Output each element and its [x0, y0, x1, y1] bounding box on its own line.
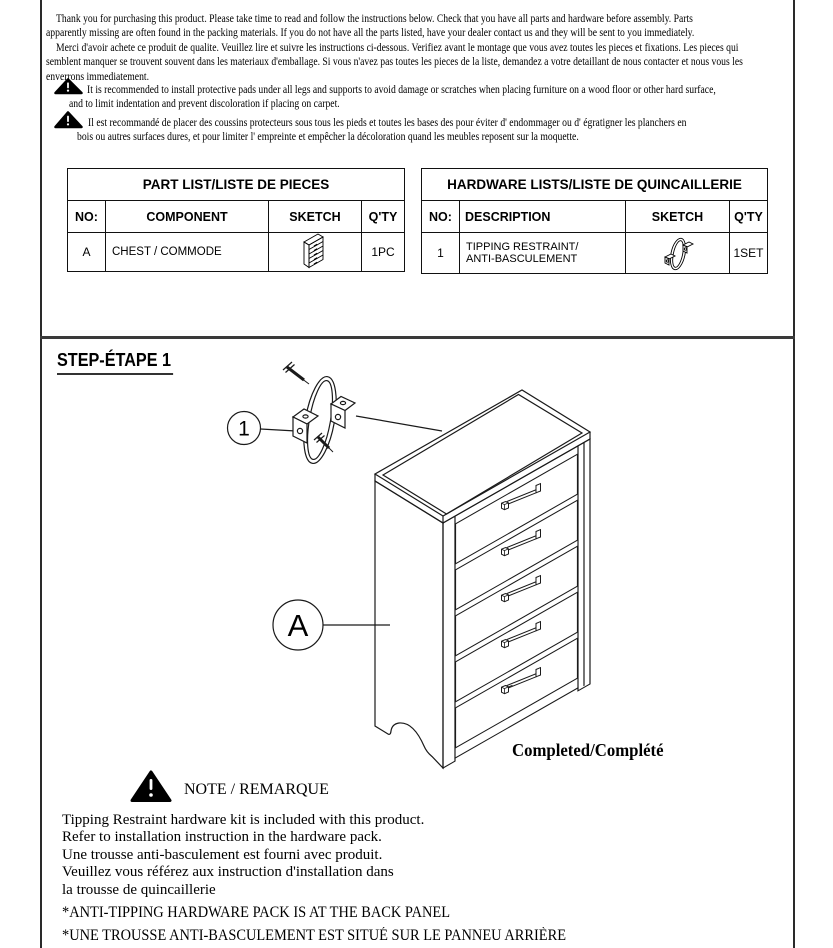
step1-diagram: 1 A [226, 361, 592, 770]
hardware-sketch-cell [625, 232, 730, 274]
drawer-handles [501, 482, 541, 695]
section-divider [40, 336, 795, 339]
note-line: la trousse de quincaillerie [62, 882, 216, 898]
part-list-col-sketch: SKETCH [268, 200, 362, 233]
note-warning-triangle-icon [130, 770, 172, 802]
intro-line: apparently missing are often found in th… [46, 27, 695, 39]
drawer-handle-icon [501, 666, 541, 695]
intro-line: Merci d'avoir achete ce produit de quali… [56, 42, 739, 54]
chest-sketch-icon [303, 233, 324, 269]
hardware-no: 1 [421, 232, 460, 274]
part-list-table: PART LIST/LISTE DE PIECES NO: COMPONENT … [66, 168, 406, 272]
chest-drawing [373, 389, 592, 770]
part-sketch-cell [268, 232, 362, 272]
bracket-icon [329, 395, 357, 429]
part-list-col-component: COMPONENT [105, 200, 269, 233]
note-line: Refer to installation instruction in the… [62, 829, 382, 845]
hardware-col-no: NO: [421, 200, 460, 233]
pad-warning-fr-line: Il est recommandé de placer des coussins… [88, 117, 687, 129]
note-line: Une trousse anti-basculement est fourni … [62, 847, 383, 863]
footnote-fr: *UNE TROUSSE ANTI-BASCULEMENT EST SITUÉ … [62, 927, 567, 944]
drawer-handle-icon [501, 574, 541, 603]
pad-warning-fr-line: bois ou autres surfaces dures, et pour l… [77, 131, 579, 143]
pad-warning-en-line: and to limit indentation and prevent dis… [69, 98, 340, 110]
part-list-col-no: NO: [67, 200, 106, 233]
hardware-description-line1: TIPPING RESTRAINT/ [466, 240, 579, 253]
part-no: A [67, 232, 106, 272]
part-list-col-qty: Q'TY [360, 200, 406, 233]
page-border-right [793, 0, 795, 948]
warning-triangle-icon [54, 78, 83, 95]
callout-a-label: A [288, 608, 309, 643]
hardware-qty: 1SET [728, 232, 769, 274]
note-line: Tipping Restraint hardware kit is includ… [62, 812, 425, 828]
part-qty: 1PC [360, 232, 406, 272]
drawer-handle-icon [501, 528, 541, 557]
screw-icon [313, 432, 334, 453]
hardware-list-row: 1 TIPPING RESTRAINT/ ANTI-BASCULEMENT [421, 232, 769, 274]
tipping-restraint-sketch-icon [663, 237, 694, 271]
pad-warning-en-line: It is recommended to install protective … [87, 84, 716, 96]
part-component: CHEST / COMMODE [105, 232, 269, 272]
hardware-col-sketch: SKETCH [625, 200, 730, 233]
intro-line: Thank you for purchasing this product. P… [56, 13, 693, 25]
callout-1-label: 1 [238, 418, 250, 441]
part-list-row: A CHEST / COMMODE 1PC [67, 232, 406, 272]
intro-line: enverrons immediatement. [46, 71, 150, 83]
note-line: Veuillez vous référez aux instruction d'… [62, 864, 394, 880]
warning-triangle-icon [54, 111, 83, 129]
drawer-handle-icon [501, 482, 541, 511]
drawer-handle-icon [501, 620, 541, 649]
page-border-left [40, 0, 42, 948]
completed-label: Completed/Complété [512, 740, 664, 760]
hardware-description: TIPPING RESTRAINT/ ANTI-BASCULEMENT [459, 232, 626, 274]
callout-1-circle [226, 410, 262, 446]
hardware-list-title: HARDWARE LISTS/LISTE DE QUINCAILLERIE [420, 168, 769, 201]
note-heading: NOTE / REMARQUE [184, 781, 329, 798]
hardware-col-qty: Q'TY [728, 200, 769, 233]
hardware-col-description: DESCRIPTION [459, 200, 626, 233]
part-list-title: PART LIST/LISTE DE PIECES [66, 168, 406, 201]
screw-icon [282, 361, 310, 385]
step-title: STEP-ÉTAPE 1 [57, 350, 173, 375]
intro-line: semblent manquer se trouvent souvent dan… [46, 56, 743, 68]
bracket-icon [291, 408, 320, 444]
hardware-list-table: HARDWARE LISTS/LISTE DE QUINCAILLERIE NO… [420, 168, 769, 274]
footnote-en: *ANTI-TIPPING HARDWARE PACK IS AT THE BA… [62, 904, 451, 921]
hardware-description-line2: ANTI-BASCULEMENT [466, 253, 578, 265]
